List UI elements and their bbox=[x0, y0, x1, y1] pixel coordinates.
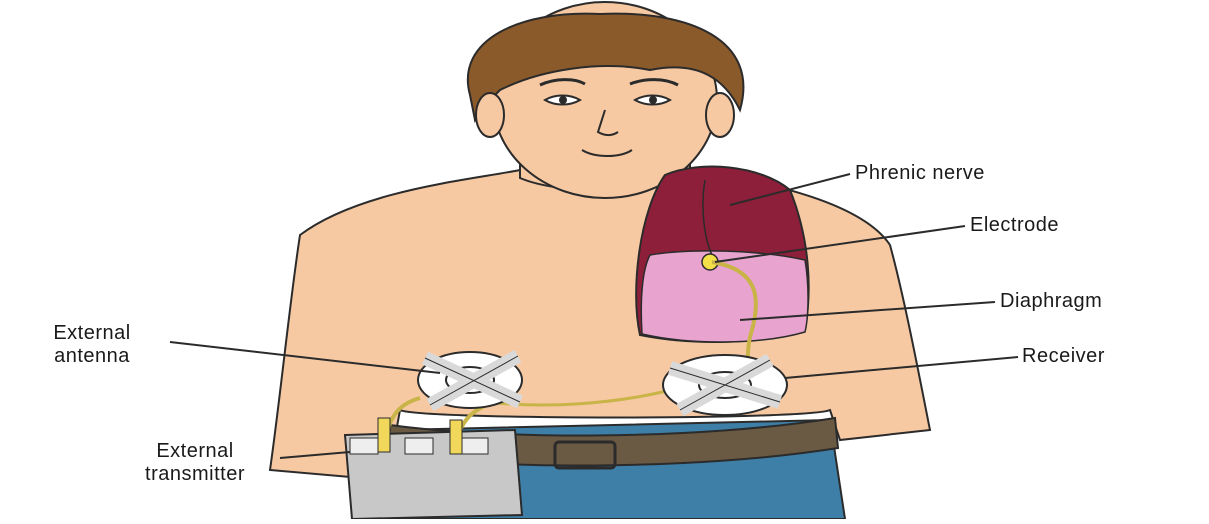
label-receiver: Receiver bbox=[1022, 345, 1105, 368]
label-external-transmitter: External transmitter bbox=[110, 440, 280, 486]
label-electrode: Electrode bbox=[970, 214, 1059, 237]
label-external-antenna-line1: External bbox=[22, 322, 162, 345]
label-diaphragm: Diaphragm bbox=[1000, 290, 1102, 313]
label-phrenic-nerve: Phrenic nerve bbox=[855, 162, 985, 185]
right-pupil bbox=[649, 96, 657, 104]
label-external-transmitter-line2: transmitter bbox=[110, 463, 280, 486]
label-external-transmitter-line1: External bbox=[110, 440, 280, 463]
left-ear bbox=[476, 93, 504, 137]
left-pupil bbox=[559, 96, 567, 104]
receiver-device bbox=[663, 355, 787, 415]
right-ear bbox=[706, 93, 734, 137]
label-external-antenna-line2: antenna bbox=[22, 345, 162, 368]
label-external-antenna: External antenna bbox=[22, 322, 162, 368]
external-antenna bbox=[418, 352, 522, 408]
